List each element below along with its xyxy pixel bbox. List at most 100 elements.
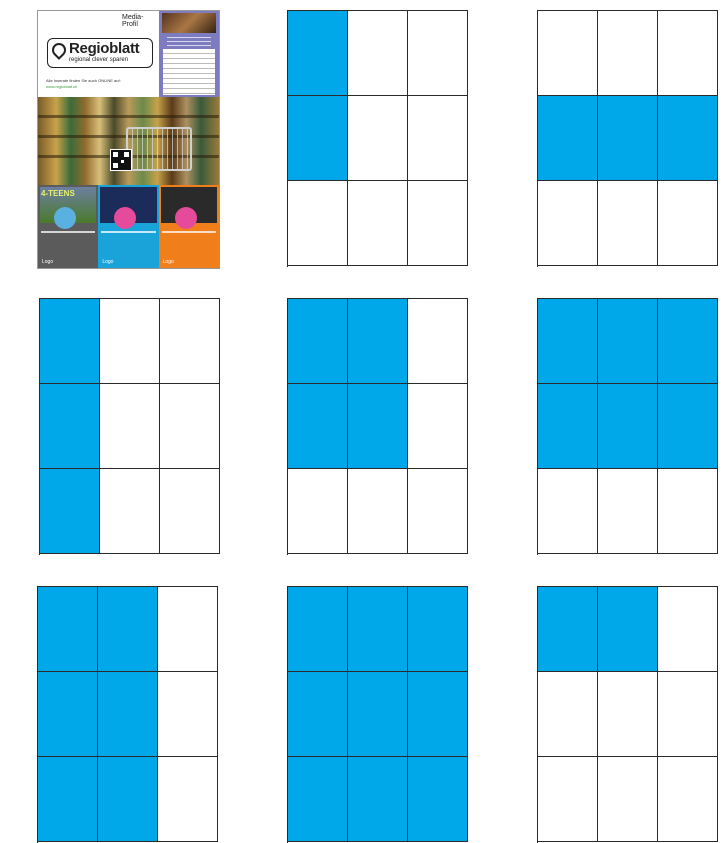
layout-grid[interactable] xyxy=(287,586,468,843)
filled-cell xyxy=(40,469,100,554)
filled-cell xyxy=(98,757,158,842)
empty-cell xyxy=(160,299,220,384)
ad-orange: Logo xyxy=(159,185,219,268)
empty-cell xyxy=(598,469,658,554)
panel-text-line xyxy=(167,37,211,38)
filled-cell xyxy=(288,672,348,757)
cover-page[interactable]: Media-Profil Regioblatt regional clever … xyxy=(37,10,220,269)
layout-grid[interactable] xyxy=(537,298,718,555)
filled-cell xyxy=(38,672,98,757)
ad-logo: Logo xyxy=(102,259,113,265)
empty-cell xyxy=(100,469,160,554)
empty-cell xyxy=(288,181,348,266)
empty-cell xyxy=(100,299,160,384)
empty-cell xyxy=(538,672,598,757)
filled-cell xyxy=(538,384,598,469)
empty-cell xyxy=(408,299,468,384)
empty-cell xyxy=(348,181,408,266)
filled-cell xyxy=(38,757,98,842)
regioblatt-logo: Regioblatt regional clever sparen xyxy=(47,38,153,68)
ad-badge xyxy=(114,207,136,229)
layout-grid[interactable] xyxy=(287,298,468,555)
shopping-cart-icon xyxy=(126,127,192,171)
empty-cell xyxy=(100,384,160,469)
online-url: www.regioblatt.ch xyxy=(46,84,77,89)
ad-badge xyxy=(175,207,197,229)
ad-badge xyxy=(54,207,76,229)
empty-cell xyxy=(538,757,598,842)
empty-cell xyxy=(348,11,408,96)
ad-logo: Logo xyxy=(42,259,53,265)
filled-cell xyxy=(408,757,468,842)
filled-cell xyxy=(288,384,348,469)
empty-cell xyxy=(658,11,718,96)
cover-info-panel xyxy=(159,11,219,97)
empty-cell xyxy=(658,757,718,842)
empty-cell xyxy=(538,469,598,554)
filled-cell xyxy=(538,299,598,384)
filled-cell xyxy=(348,587,408,672)
brand-tagline: regional clever sparen xyxy=(69,57,128,63)
filled-cell xyxy=(598,587,658,672)
filled-cell xyxy=(658,299,718,384)
filled-cell xyxy=(40,384,100,469)
filled-cell xyxy=(98,587,158,672)
filled-cell xyxy=(658,384,718,469)
online-text: Alle Inserate finden Sie auch ONLINE auf… xyxy=(46,78,121,83)
empty-cell xyxy=(348,469,408,554)
empty-cell xyxy=(658,672,718,757)
empty-cell xyxy=(158,587,218,672)
media-profil-label: Media-Profil xyxy=(122,14,159,28)
panel-text-line xyxy=(167,41,211,42)
filled-cell xyxy=(288,11,348,96)
panel-table xyxy=(163,49,215,95)
empty-cell xyxy=(160,384,220,469)
filled-cell xyxy=(348,672,408,757)
empty-cell xyxy=(408,96,468,181)
filled-cell xyxy=(408,672,468,757)
layout-grid[interactable] xyxy=(537,586,718,843)
empty-cell xyxy=(598,11,658,96)
empty-cell xyxy=(348,96,408,181)
ad-energy: Logo xyxy=(98,185,158,268)
empty-cell xyxy=(408,384,468,469)
ad-strip: 4-TEENS Logo Logo Logo xyxy=(38,185,219,268)
filled-cell xyxy=(538,587,598,672)
ad-teens: 4-TEENS Logo xyxy=(38,185,98,268)
layout-grid[interactable] xyxy=(37,586,218,843)
empty-cell xyxy=(538,181,598,266)
empty-cell xyxy=(408,11,468,96)
empty-cell xyxy=(288,469,348,554)
filled-cell xyxy=(658,96,718,181)
empty-cell xyxy=(658,181,718,266)
panel-photo xyxy=(162,13,216,33)
layout-grid[interactable] xyxy=(287,10,468,267)
cover-header: Media-Profil Regioblatt regional clever … xyxy=(38,11,159,97)
empty-cell xyxy=(598,181,658,266)
filled-cell xyxy=(348,384,408,469)
filled-cell xyxy=(598,384,658,469)
layout-grid[interactable] xyxy=(39,298,220,555)
ad-logo: Logo xyxy=(163,259,174,265)
filled-cell xyxy=(408,587,468,672)
layout-grid[interactable] xyxy=(537,10,718,267)
filled-cell xyxy=(288,96,348,181)
empty-cell xyxy=(538,11,598,96)
filled-cell xyxy=(288,299,348,384)
filled-cell xyxy=(38,587,98,672)
filled-cell xyxy=(98,672,158,757)
qr-code-icon xyxy=(110,149,132,171)
empty-cell xyxy=(158,672,218,757)
location-pin-icon xyxy=(49,40,69,60)
filled-cell xyxy=(598,299,658,384)
ad-heading: 4-TEENS xyxy=(41,189,75,198)
filled-cell xyxy=(348,299,408,384)
filled-cell xyxy=(348,757,408,842)
brand-name: Regioblatt xyxy=(69,40,139,57)
filled-cell xyxy=(288,757,348,842)
filled-cell xyxy=(538,96,598,181)
empty-cell xyxy=(160,469,220,554)
empty-cell xyxy=(158,757,218,842)
supermarket-photo xyxy=(38,97,219,185)
filled-cell xyxy=(40,299,100,384)
